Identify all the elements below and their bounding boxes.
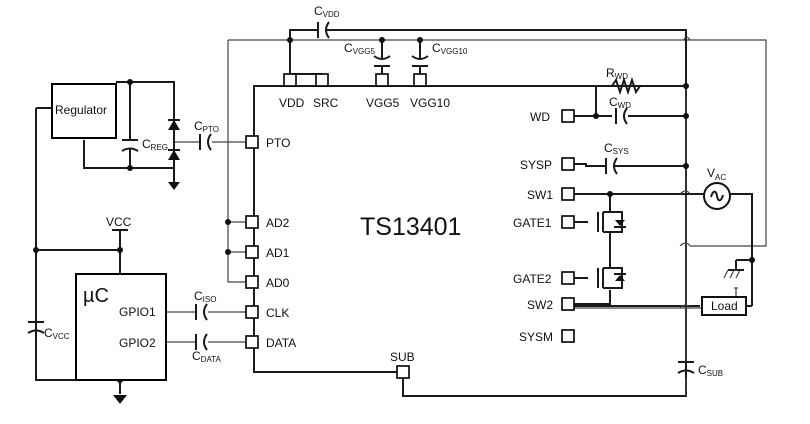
cap-cvcc: CVCC [27, 321, 70, 341]
pin-vdd [283, 73, 297, 87]
resistor-rwd: RWD [606, 66, 686, 96]
cap-cwd: CWD [609, 95, 631, 125]
left-pins: PTO AD2 AD1 AD0 CLK DATA [245, 135, 296, 350]
pin-sw1-label: SW1 [527, 188, 553, 202]
top-pins: VDD SRC VGG5 VGG10 [279, 73, 450, 110]
pin-sysm [561, 329, 575, 343]
csub-label: CSUB [698, 363, 723, 378]
pin-sysm-label: SYSM [519, 330, 553, 344]
mcu-block: µC GPIO1 GPIO2 [75, 273, 167, 381]
load-block: Load [701, 296, 747, 316]
pin-vgg10 [413, 73, 427, 87]
mcu-gpio1-label: GPIO1 [119, 305, 156, 319]
pin-pto-label: PTO [266, 136, 290, 150]
ac-source: VAC [703, 166, 731, 210]
mosfet-lower-icon [597, 267, 626, 289]
cap-cvgg5: CVGG5 [344, 41, 391, 67]
pin-gate1-label: GATE1 [513, 216, 552, 230]
cvgg10-label: CVGG10 [432, 41, 468, 56]
vcc-terminal: VCC [106, 215, 132, 231]
earth-ground-icon [723, 260, 744, 279]
pin-sysp-label: SYSP [520, 158, 552, 172]
cap-creg: CREG [121, 137, 168, 152]
bottom-pins: SUB [390, 350, 415, 379]
pin-sw2 [561, 297, 575, 311]
cdata-label: CDATA [192, 349, 221, 364]
vac-label: VAC [707, 166, 726, 182]
pin-clk [245, 305, 259, 319]
cvdd-label: CVDD [314, 4, 340, 19]
pin-src [315, 73, 329, 87]
cap-cvgg10: CVGG10 [411, 41, 468, 67]
wire-crossovers [679, 36, 691, 309]
pin-wd [561, 109, 575, 123]
cap-ciso: CISO [194, 289, 216, 321]
pin-sub-label: SUB [390, 350, 415, 364]
creg-label: CREG [142, 137, 168, 152]
pin-vgg5-label: VGG5 [366, 96, 400, 110]
cap-cvdd: CVDD [314, 4, 340, 39]
regulator-ground-icon [168, 182, 180, 190]
pin-clk-label: CLK [266, 306, 289, 320]
pin-ad1-label: AD1 [266, 246, 290, 260]
pin-sw1 [561, 187, 575, 201]
right-pins: WD SYSP SW1 GATE1 GATE2 SW2 SYSM [513, 109, 575, 344]
cvgg5-label: CVGG5 [344, 41, 375, 56]
cap-csub: CSUB [677, 361, 723, 378]
cap-cdata: CDATA [192, 333, 221, 364]
pin-ad0 [245, 275, 259, 289]
pin-gate2 [561, 271, 575, 285]
mcu-ground-icon [113, 395, 127, 404]
pin-vgg5 [375, 73, 389, 87]
regulator-label: Regulator [55, 103, 107, 117]
pin-ad0-label: AD0 [266, 276, 290, 290]
load-label: Load [711, 299, 738, 313]
pin-vgg10-label: VGG10 [410, 96, 450, 110]
mcu-label: µC [83, 285, 109, 307]
pin-gate1 [561, 215, 575, 229]
cap-csys: CSYS [604, 141, 629, 175]
pin-sw2-label: SW2 [527, 298, 553, 312]
mosfet-upper-icon [597, 210, 626, 234]
regulator-block: Regulator [51, 83, 117, 139]
pin-data-label: DATA [266, 336, 296, 350]
pin-gate2-label: GATE2 [513, 272, 552, 286]
junction-dots [33, 37, 755, 383]
vcc-label: VCC [106, 215, 132, 229]
pin-sysp [561, 157, 575, 171]
pin-ad2 [245, 215, 259, 229]
chip-name: TS13401 [360, 213, 461, 241]
pin-ad1 [245, 245, 259, 259]
mcu-gpio2-label: GPIO2 [119, 336, 156, 350]
pin-data [245, 335, 259, 349]
zener-diodes [168, 119, 180, 160]
cpto-label: CPTO [194, 119, 219, 134]
cap-cpto: CPTO [194, 119, 219, 151]
pin-ad2-label: AD2 [266, 216, 290, 230]
ciso-label: CISO [194, 289, 216, 304]
pin-pto [245, 135, 259, 149]
pin-vdd-label: VDD [279, 96, 305, 110]
pin-wd-label: WD [530, 110, 550, 124]
pin-src-label: SRC [313, 96, 339, 110]
csys-label: CSYS [604, 141, 629, 156]
chip-ts13401: TS13401 [253, 85, 687, 397]
cwd-label: CWD [609, 95, 631, 110]
pin-sub [396, 365, 410, 379]
cvcc-label: CVCC [44, 326, 70, 341]
rwd-label: RWD [606, 66, 628, 81]
